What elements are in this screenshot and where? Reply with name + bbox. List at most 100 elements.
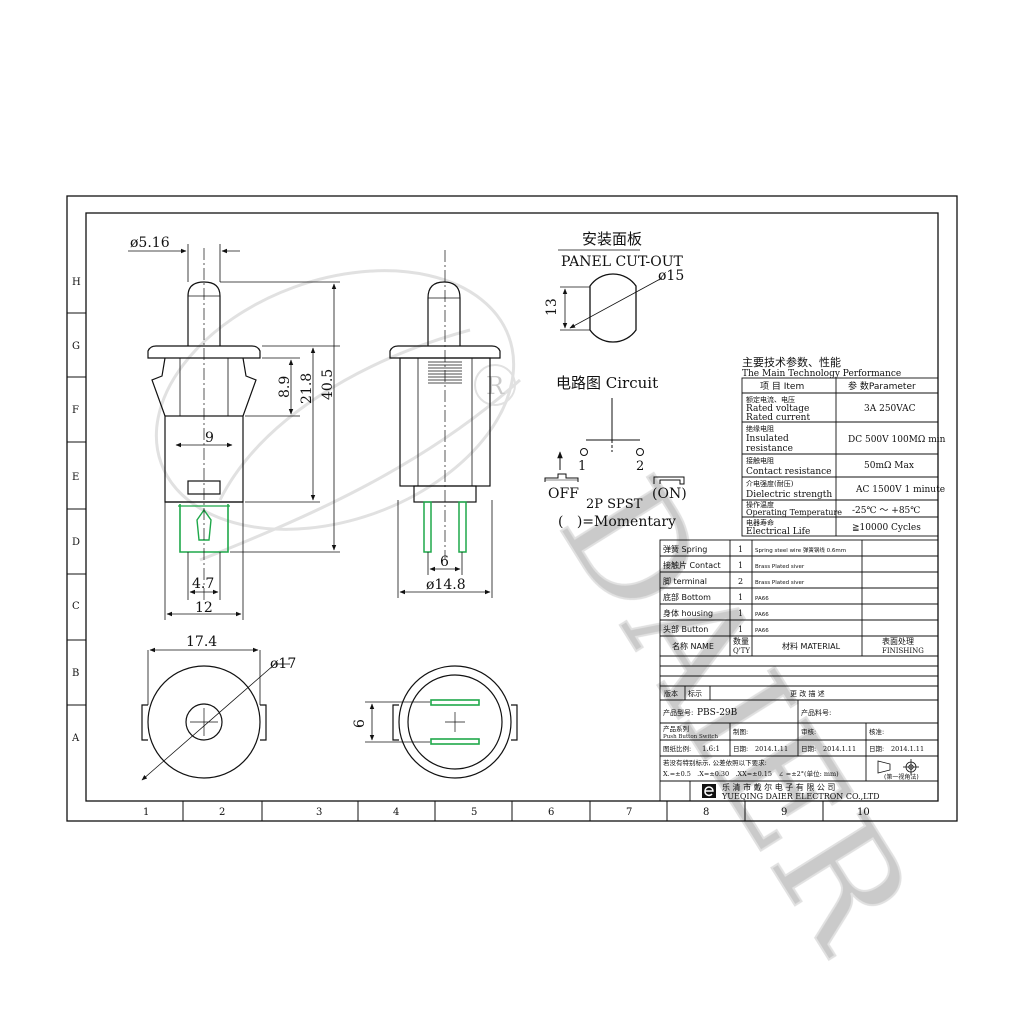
zone-7: 7	[626, 807, 632, 818]
tech-table: 主要技术参数、性能 The Main Technology Performanc…	[741, 355, 946, 537]
daier-watermark: R DAIER	[154, 269, 947, 980]
tb-series-cn: 产品系列	[663, 724, 689, 733]
circuit-on: (ON)	[652, 486, 687, 502]
circuit-type: 2P SPST	[586, 497, 643, 512]
circuit-diagram: 电路图 Circuit 1 2 OFF (ON) 2P SPST ( )=Mom…	[544, 374, 687, 530]
side-view-dimensions	[128, 244, 340, 620]
title-block: 版本 标示 更 改 描 述 产品型号: PBS-29B 产品料号: 产品系列 P…	[659, 655, 939, 802]
tb-tolerance-values: X.=±0.5 .X=±0.30 .XX=±0.15 ∠ =±2°(单位: mm…	[663, 769, 839, 778]
tech-title-cn: 主要技术参数、性能	[742, 355, 841, 369]
dim-height-21-8: 21.8	[299, 373, 315, 404]
tech-row-5-cn: 电器寿命	[746, 518, 774, 527]
zone-8: 8	[703, 807, 709, 818]
tech-row-2-en1: Contact resistance	[746, 467, 832, 477]
tech-row-0-val: 3A 250VAC	[864, 404, 916, 414]
company-logo	[702, 784, 716, 798]
bom-row-0-qty: 1	[738, 545, 743, 554]
tb-scale-label: 图纸比例:	[663, 744, 691, 753]
zone-5: 5	[471, 807, 477, 818]
dim-width-4-7: 4.7	[192, 576, 214, 592]
bom-row-2-qty: 2	[738, 577, 743, 586]
zone-D: D	[72, 537, 80, 548]
projection-symbol	[877, 759, 919, 775]
tech-row-1-en1: Insulated	[746, 434, 789, 444]
watermark-registered-mark: R	[486, 372, 505, 400]
tb-checked: 审核:	[801, 727, 816, 736]
bom-row-1-material: Brass Plated siver	[755, 564, 805, 570]
tech-title-en: The Main Technology Performance	[742, 369, 901, 379]
zone-9: 9	[781, 807, 787, 818]
tech-row-1-cn: 绝缘电阻	[746, 424, 774, 433]
dim-bottom-diameter-17: ø17	[270, 656, 296, 672]
tech-row-3-en1: Dielectric strength	[746, 490, 832, 500]
zone-ticks	[67, 312, 824, 821]
tb-part-no-label: 产品料号:	[801, 708, 831, 717]
zone-A: A	[71, 733, 80, 744]
tb-model-label: 产品型号:	[663, 708, 693, 717]
side-view	[147, 248, 261, 600]
zone-B: B	[72, 668, 79, 679]
zone-labels-side: H G F E D C B A	[71, 277, 81, 744]
circuit-off: OFF	[548, 486, 579, 502]
tech-row-3-val: AC 1500V 1 minute	[855, 485, 945, 495]
dim-bottom-17-4: 17.4	[186, 634, 217, 650]
dim-width-6: 6	[440, 554, 449, 570]
bom-row-0-name: 弹簧 Spring	[663, 544, 707, 554]
tech-head-item: 项 目 Item	[760, 381, 804, 392]
zone-2: 2	[219, 807, 225, 818]
bom-row-4-material: PA66	[755, 612, 769, 618]
bom-head-name: 名称 NAME	[672, 641, 714, 651]
tech-row-3-cn: 介电强度(耐压)	[746, 479, 794, 488]
tb-date-value-1: 2014.1.11	[755, 745, 788, 753]
tech-row-1-en2: resistance	[746, 444, 793, 454]
zone-10: 10	[857, 807, 870, 818]
tech-row-0-cn: 额定电流、电压	[746, 395, 795, 404]
tech-row-0-en2: Rated current	[746, 413, 810, 423]
tech-row-1-val: DC 500V 100MΩ min	[848, 435, 946, 445]
front-view-dimensions	[397, 500, 493, 598]
tb-tolerance-note: 若没有特别标示, 公差依照以下要求:	[663, 758, 767, 767]
tb-series-en: Push Button Switch	[663, 734, 718, 740]
tech-row-2-cn: 接触电阻	[746, 456, 774, 465]
tb-model-value: PBS-29B	[697, 708, 738, 718]
tb-mark: 标示	[688, 689, 702, 698]
tb-change: 更 改 描 述	[790, 689, 825, 698]
panel-cutout-title-cn: 安装面板	[582, 230, 642, 248]
circuit-title: 电路图 Circuit	[556, 374, 658, 392]
bom-head-finish-en: FINISHING	[882, 647, 924, 655]
bom-head-qty-en: Q'TY	[733, 647, 750, 655]
tb-drawn: 制图:	[733, 727, 748, 736]
bom-row-1-qty: 1	[738, 561, 743, 570]
side-view-dim-labels: ø5.16 9 4.7 12 8.9 21.8 40.5	[130, 235, 336, 616]
tb-company-cn: 乐 清 市 戴 尔 电 子 有 限 公 司	[722, 782, 835, 792]
tb-date-value-2: 2014.1.11	[823, 745, 856, 753]
tech-row-0-en1: Rated voltage	[746, 404, 809, 414]
bom-row-1-name: 接触片 Contact	[663, 560, 721, 570]
dim-diameter-5-16: ø5.16	[130, 235, 170, 251]
bom-row-3-material: PA66	[755, 596, 769, 602]
dim-height-8-9: 8.9	[277, 376, 293, 398]
front-view	[389, 250, 501, 560]
tech-row-5-val: ≧10000 Cycles	[852, 523, 921, 533]
bom-head-material: 材料 MATERIAL	[782, 641, 841, 651]
tech-row-4-en1: Operating Temperature	[746, 508, 842, 517]
tb-approved: 核准:	[869, 727, 884, 736]
bottom-view-middle	[365, 665, 518, 779]
dim-diameter-14-8: ø14.8	[426, 577, 466, 593]
tb-rev: 版本	[664, 689, 678, 698]
zone-labels-top: 1 2 3 4 5 6 7 8 9 10	[143, 807, 870, 818]
tb-date-value-3: 2014.1.11	[891, 745, 924, 753]
tech-head-param: 参 数Parameter	[848, 380, 916, 392]
bom-head-finish-cn: 表面处理	[882, 636, 914, 646]
tb-scale-value: 1.6:1	[702, 745, 720, 753]
tb-projection: (第一视角法)	[884, 773, 919, 781]
bom-row-5-material: PA66	[755, 628, 769, 634]
bom-row-0-material: Spring steel wire 弹簧钢线 0.6mm	[755, 546, 846, 554]
tech-row-5-en1: Electrical Life	[746, 527, 810, 537]
bom-row-4-qty: 1	[738, 609, 743, 618]
front-view-dim-labels: 6 ø14.8	[426, 554, 466, 593]
dim-cutout-height-13: 13	[544, 298, 560, 316]
dim-width-9: 9	[205, 430, 214, 446]
bom-head-qty-cn: 数量	[733, 636, 749, 646]
tb-company-en: YUEQING DAIER ELECTRON CO.,LTD	[721, 792, 880, 801]
